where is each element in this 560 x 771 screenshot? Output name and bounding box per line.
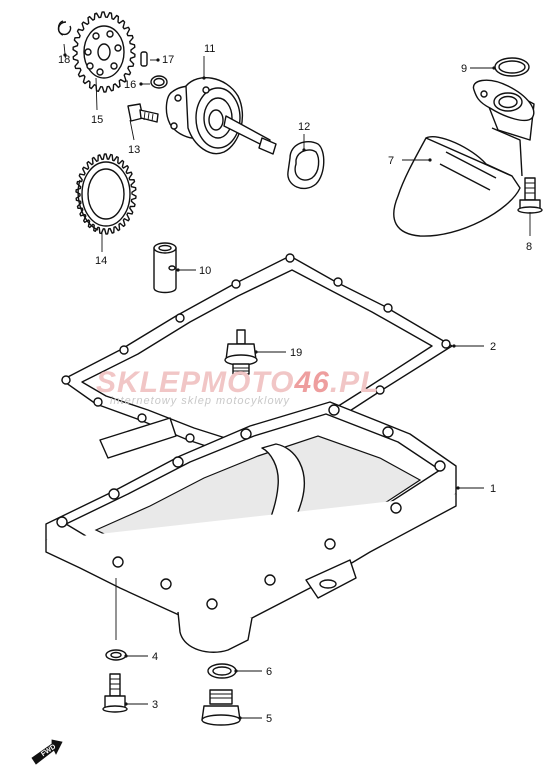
part-16-o-ring [150,75,168,89]
fwd-label: FWD [40,743,57,758]
watermark: SKLEPMOTO46.PL internetowy sklep motocyk… [96,366,380,407]
callout-17: 17 [162,54,174,66]
part-11-oil-pump [165,77,277,155]
callout-7: 7 [388,155,394,167]
part-1-oil-pan [45,401,457,653]
part-18-circlip [57,20,72,36]
part-10-dowel [153,242,177,294]
watermark-subtitle: internetowy sklep motocyklowy [110,395,291,407]
callout-11: 11 [204,43,215,55]
callout-9: 9 [461,63,467,75]
part-17-pin [140,51,148,67]
callout-labels: 18 15 17 16 11 13 12 14 10 9 7 8 2 19 1 … [58,43,532,725]
part-14-ring-gear [75,153,137,235]
part-15-sprocket [72,11,136,93]
callout-19: 19 [290,347,302,359]
part-19-pressure-switch [224,329,258,375]
part-13-bolt [127,103,159,123]
callout-14: 14 [95,255,107,267]
callout-1: 1 [490,483,496,495]
callout-6: 6 [266,666,272,678]
callout-5: 5 [266,713,272,725]
callout-12: 12 [298,121,310,133]
watermark-brand: SKLEPMOTO46.PL [96,366,380,399]
part-9-o-ring [494,57,530,77]
callout-4: 4 [152,651,158,663]
part-4-gasket-washer [105,649,127,661]
part-6-gasket-washer [207,663,237,679]
callout-13: 13 [128,144,140,156]
fwd-direction-marker: FWD [31,739,63,765]
callout-15: 15 [91,114,103,126]
callout-2: 2 [490,341,496,353]
part-2-oil-pan-gasket [61,253,453,457]
part-7-oil-strainer [393,79,535,237]
forward-arrow-icon [31,739,63,765]
callout-8: 8 [526,241,532,253]
part-8-bolt [517,177,543,214]
callout-16: 16 [124,79,136,91]
callout-3: 3 [152,699,158,711]
callout-18: 18 [58,54,70,66]
part-5-drain-plug [201,689,241,726]
part-3-bolt [102,673,128,713]
leader-lines [63,43,531,720]
part-12-gasket [287,140,325,190]
callout-10: 10 [199,265,211,277]
